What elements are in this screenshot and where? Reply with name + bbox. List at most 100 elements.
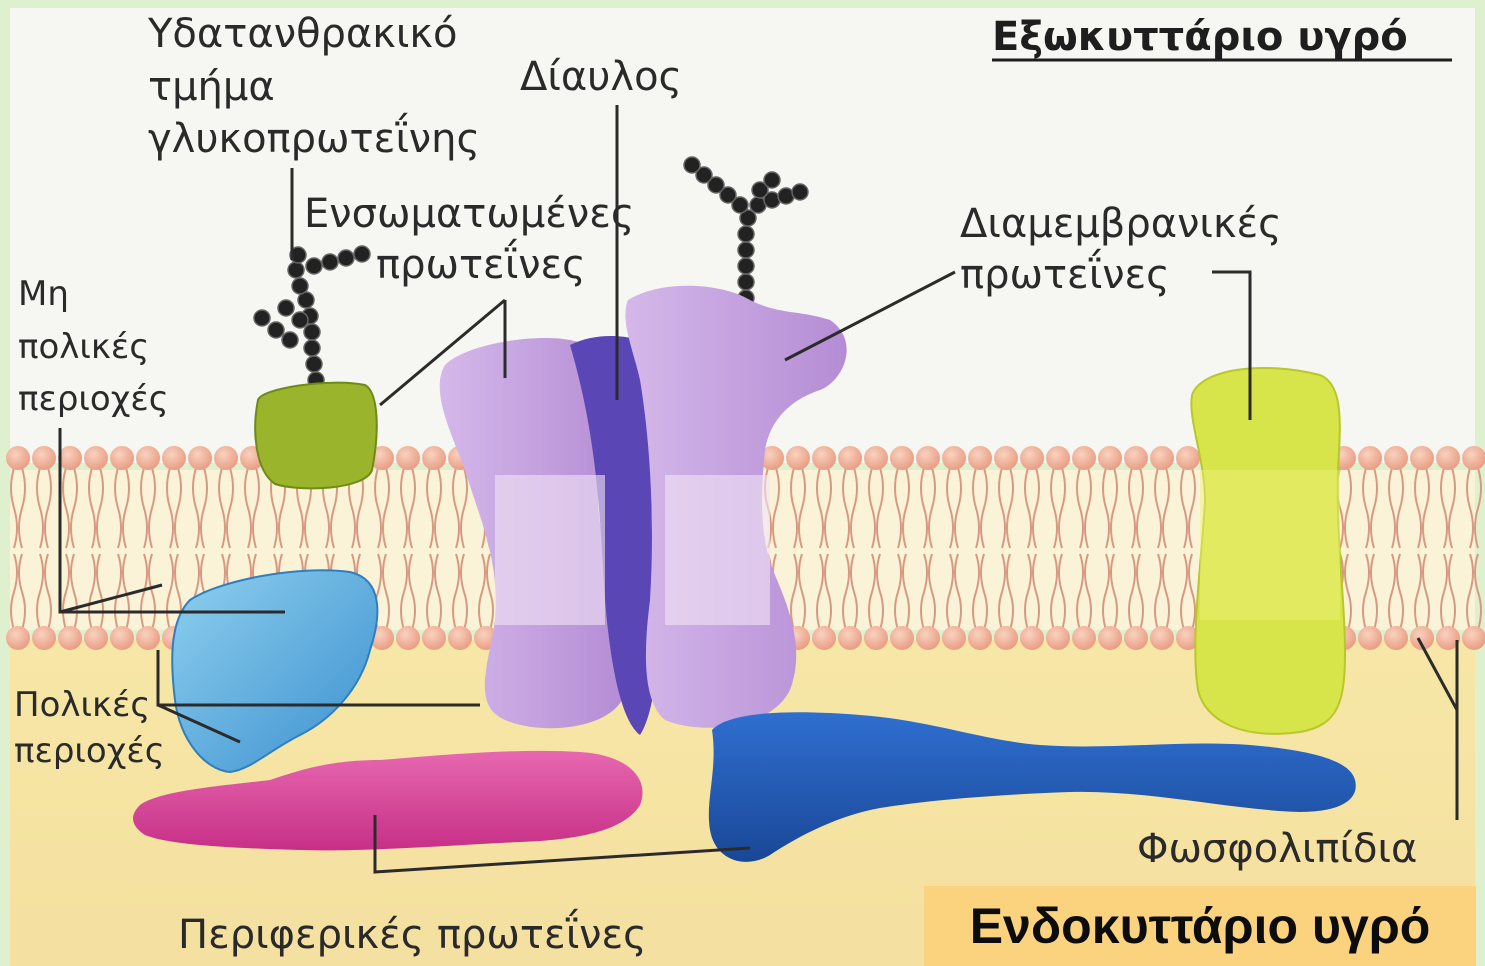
sugar-bead: [306, 258, 322, 274]
phospholipid-head: [1176, 446, 1200, 470]
phospholipid-head: [188, 446, 212, 470]
phospholipid-head: [1462, 626, 1485, 650]
phospholipid-head: [6, 446, 30, 470]
integral-label-line1: Ενσωματωμένες: [304, 191, 634, 237]
nonpolar-label-line3: περιοχές: [18, 379, 169, 419]
phospholipid-head: [1150, 446, 1174, 470]
sugar-bead: [282, 332, 298, 348]
sugar-bead: [306, 356, 322, 372]
sugar-bead: [278, 300, 294, 316]
carbohydrate-label-line2: τμήμα: [148, 64, 275, 110]
phospholipid-head: [1358, 626, 1382, 650]
phospholipid-head: [396, 626, 420, 650]
phospholipid-head: [1046, 446, 1070, 470]
phospholipid-head: [864, 446, 888, 470]
phospholipid-head: [1124, 626, 1148, 650]
sugar-bead: [292, 312, 308, 328]
phospholipid-head: [136, 626, 160, 650]
phospholipid-head: [1462, 446, 1485, 470]
sugar-bead: [354, 246, 370, 262]
phospholipid-head: [1358, 446, 1382, 470]
phospholipid-head: [812, 446, 836, 470]
phospholipid-head: [890, 626, 914, 650]
polar-label-line2: περιοχές: [14, 731, 165, 771]
phospholipid-head: [136, 446, 160, 470]
phospholipid-head: [32, 626, 56, 650]
carbohydrate-label-line3: γλυκοπρωτεΐνης: [148, 112, 480, 162]
phospholipid-head: [1098, 446, 1122, 470]
sugar-bead: [338, 250, 354, 266]
carbohydrate-label-line1: Υδατανθρακικό: [147, 11, 457, 57]
phospholipid-head: [1436, 446, 1460, 470]
phospholipid-head: [968, 446, 992, 470]
phospholipid-head: [84, 446, 108, 470]
channel-band-left: [495, 475, 605, 625]
integral-label-line2: πρωτεΐνες: [376, 238, 586, 288]
sugar-bead: [738, 258, 754, 274]
phospholipid-head: [1384, 446, 1408, 470]
phospholipid-head: [110, 626, 134, 650]
phospholipid-head: [422, 446, 446, 470]
nonpolar-label-line2: πολικές: [18, 327, 149, 367]
phospholipid-head: [1020, 446, 1044, 470]
phospholipid-head: [864, 626, 888, 650]
transmembrane-label-line2: πρωτεΐνες: [960, 248, 1170, 298]
channel-band-right: [665, 475, 770, 625]
extracellular-label: Εξωκυττάριο υγρό: [992, 14, 1408, 60]
sugar-bead: [738, 242, 754, 258]
phospholipid-head: [994, 626, 1018, 650]
phospholipid-head: [994, 446, 1018, 470]
sugar-bead: [304, 340, 320, 356]
sugar-bead: [738, 274, 754, 290]
phospholipid-head: [162, 446, 186, 470]
nonpolar-label-line1: Μη: [18, 274, 69, 314]
phospholipid-tail: [1475, 554, 1481, 630]
phospholipid-head: [838, 626, 862, 650]
sugar-bead: [764, 172, 780, 188]
sugar-bead: [792, 184, 808, 200]
sugar-bead: [304, 324, 320, 340]
phospholipid-head: [84, 626, 108, 650]
phospholipid-head: [968, 626, 992, 650]
phospholipid-head: [214, 446, 238, 470]
phospholipid-head: [1046, 626, 1070, 650]
sugar-bead: [268, 322, 284, 338]
phospholipid-head: [1098, 626, 1122, 650]
transmembrane-label-line1: Διαμεμβρανικές: [960, 201, 1282, 247]
phospholipid-head: [786, 446, 810, 470]
intracellular-label: Ενδοκυττάριο υγρό: [970, 897, 1431, 955]
phospholipid-head: [942, 446, 966, 470]
phospholipid-head: [838, 446, 862, 470]
sugar-bead: [288, 262, 304, 278]
phospholipid-head: [6, 626, 30, 650]
phospholipid-head: [1150, 626, 1174, 650]
phospholipid-head: [422, 626, 446, 650]
sugar-bead: [684, 157, 700, 173]
phospholipid-head: [58, 626, 82, 650]
phospholipid-head: [916, 446, 940, 470]
peripheral-label: Περιφερικές πρωτεΐνες: [178, 908, 647, 958]
polar-label-line1: Πολικές: [14, 685, 150, 725]
phospholipid-head: [890, 446, 914, 470]
phospholipid-tail: [1475, 468, 1481, 548]
sugar-bead: [322, 254, 338, 270]
lime-protein-band: [1200, 470, 1340, 620]
sugar-bead: [738, 226, 754, 242]
phospholipid-head: [448, 626, 472, 650]
phospholipid-head: [942, 626, 966, 650]
phospholipid-head: [58, 446, 82, 470]
phospholipid-head: [110, 446, 134, 470]
phospholipid-head: [1072, 626, 1096, 650]
phospholipid-head: [1410, 446, 1434, 470]
phospholipid-head: [812, 626, 836, 650]
sugar-bead: [254, 310, 270, 326]
phospholipid-head: [396, 446, 420, 470]
phospholipids-label: Φωσφολιπίδια: [1137, 826, 1417, 872]
phospholipid-head: [32, 446, 56, 470]
glycoprotein-green: [255, 383, 376, 489]
intracellular-label-box: Ενδοκυττάριο υγρό: [924, 886, 1476, 966]
phospholipid-head: [1124, 446, 1148, 470]
phospholipid-head: [1384, 626, 1408, 650]
